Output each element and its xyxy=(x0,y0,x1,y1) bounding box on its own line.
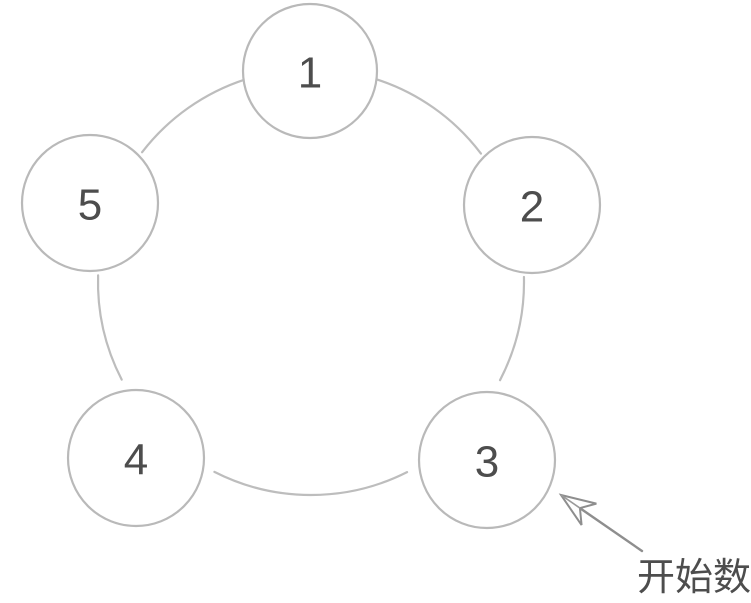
node-4[interactable]: 4 xyxy=(66,388,206,528)
node-2[interactable]: 2 xyxy=(462,135,602,275)
node-1[interactable]: 1 xyxy=(241,2,379,140)
ring-arc-3-to-4 xyxy=(213,470,409,497)
node-circle-1[interactable] xyxy=(241,2,379,140)
annotation-group: 开始数 xyxy=(558,493,751,599)
node-label-5: 5 xyxy=(78,181,102,230)
node-label-1: 1 xyxy=(298,49,322,98)
node-circle-3[interactable] xyxy=(417,390,557,530)
ring-arc-5-to-1 xyxy=(141,78,247,154)
node-circle-5[interactable] xyxy=(20,133,160,273)
ring-arc-4-to-5 xyxy=(96,274,123,381)
annotation-label: 开始数 xyxy=(637,555,751,599)
node-label-4: 4 xyxy=(124,436,148,485)
ring-arc-2-to-3 xyxy=(498,275,526,382)
node-5[interactable]: 5 xyxy=(20,133,160,273)
ring-nodes-group: 1 2 3 4 5 xyxy=(20,2,602,530)
node-label-2: 2 xyxy=(520,183,544,232)
annotation-arrow-shaft xyxy=(578,506,644,553)
node-circle-2[interactable] xyxy=(462,135,602,275)
ring-arc-1-to-2 xyxy=(373,77,483,155)
annotation-arrowhead-crease-icon xyxy=(560,494,581,509)
node-circle-4[interactable] xyxy=(66,388,206,528)
ring-arcs-group xyxy=(96,77,526,497)
node-label-3: 3 xyxy=(475,438,499,487)
node-3[interactable]: 3 xyxy=(417,390,557,530)
